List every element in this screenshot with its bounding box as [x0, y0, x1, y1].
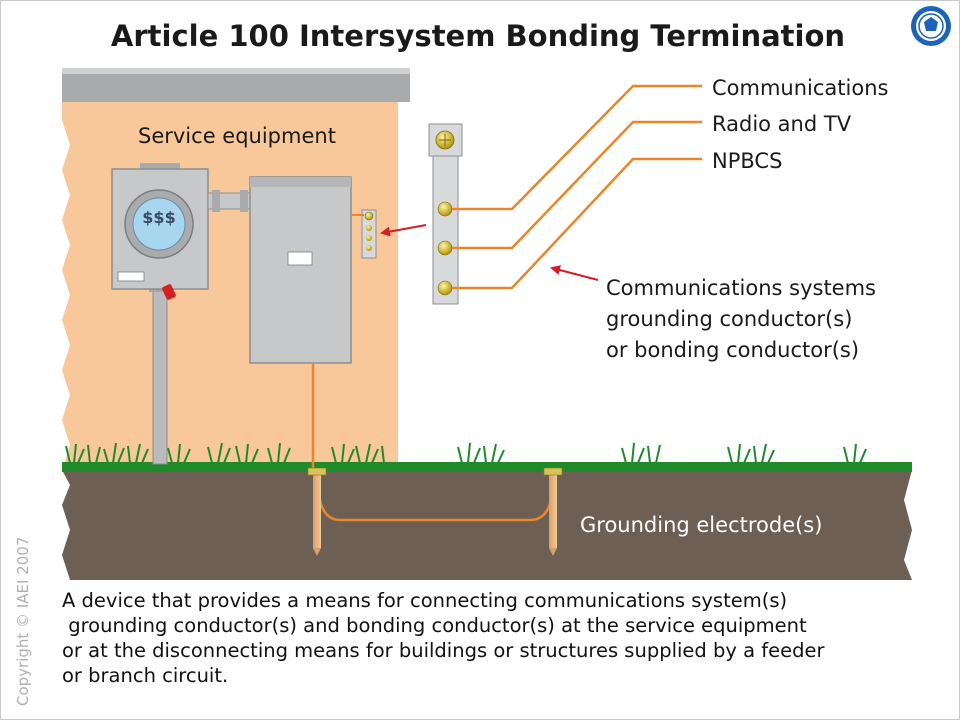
service-panel: [249, 176, 352, 364]
radio-tv-label: Radio and TV: [712, 112, 852, 136]
conductor-label-line-2: grounding conductor(s): [606, 307, 852, 331]
communications-label: Communications: [712, 76, 888, 100]
npbcs-conductor: [452, 157, 702, 290]
ibt-small: [361, 209, 377, 259]
earth: [62, 470, 912, 580]
meter-dial: $$$: [142, 208, 175, 227]
ground-rod-2: [543, 467, 563, 556]
arrow-to-conductors: [550, 265, 599, 281]
iaei-seal-icon: [911, 6, 951, 46]
meter-conduit: [152, 287, 168, 465]
service-equipment-label: Service equipment: [138, 124, 336, 148]
grass-tufts: [65, 442, 867, 464]
ibt-bar: [428, 123, 463, 305]
npbcs-label: NPBCS: [712, 149, 782, 173]
conductor-label-line-1: Communications systems: [606, 276, 876, 300]
copyright-notice: Copyright © IAEI 2007: [14, 537, 32, 706]
page-title: Article 100 Intersystem Bonding Terminat…: [111, 19, 845, 53]
grounding-electrode-label: Grounding electrode(s): [580, 513, 822, 537]
communication-conductors: [452, 84, 702, 290]
roof: [62, 68, 410, 102]
description: A device that provides a means for conne…: [62, 589, 825, 687]
grass-line: [62, 462, 912, 472]
conductor-label-line-3: or bonding conductor(s): [606, 338, 859, 362]
meter-clamp: [162, 284, 176, 300]
communications-conductor: [452, 84, 702, 211]
arrow-to-ibt: [380, 224, 427, 237]
meter-enclosure: [111, 163, 209, 290]
radio-tv-conductor: [452, 120, 702, 250]
ground-rod-1: [307, 467, 327, 556]
